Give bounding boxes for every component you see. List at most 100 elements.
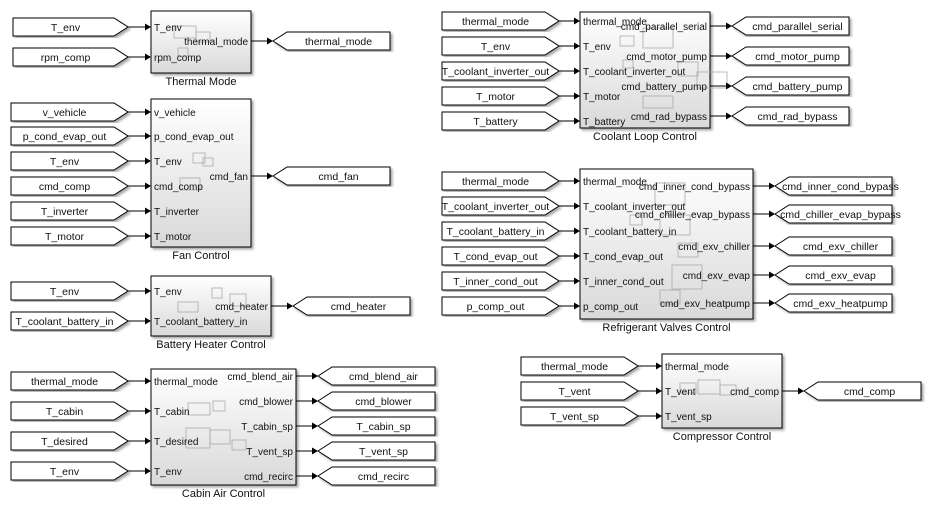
outport-cmd-inner-cond-bypass[interactable]: cmd_inner_cond_bypass bbox=[753, 176, 899, 196]
inport-t-cabin[interactable]: T_cabin bbox=[10, 401, 151, 421]
inport-shape[interactable] bbox=[10, 102, 129, 122]
inport-t-desired[interactable]: T_desired bbox=[10, 431, 151, 451]
inport-t-inner-cond-out[interactable]: T_inner_cond_out bbox=[441, 271, 580, 291]
inport-t-coolant-battery-in[interactable]: T_coolant_battery_in bbox=[441, 221, 580, 241]
inport-shape[interactable] bbox=[10, 151, 129, 171]
outport-shape[interactable] bbox=[731, 16, 850, 36]
block-body[interactable] bbox=[661, 353, 783, 429]
inport-thermal-mode[interactable]: thermal_mode bbox=[10, 371, 151, 391]
outport-cmd-comp[interactable]: cmd_comp bbox=[782, 381, 922, 401]
inport-shape[interactable] bbox=[12, 47, 129, 67]
inport-rpm-comp[interactable]: rpm_comp bbox=[12, 47, 151, 67]
inport-shape[interactable] bbox=[441, 271, 560, 291]
inport-shape[interactable] bbox=[10, 461, 129, 481]
inport-shape[interactable] bbox=[441, 171, 560, 191]
inport-shape[interactable] bbox=[520, 356, 639, 376]
inport-thermal-mode[interactable]: thermal_mode bbox=[441, 11, 580, 31]
outport-cmd-blend-air[interactable]: cmd_blend_air bbox=[296, 366, 436, 386]
inport-t-coolant-inverter-out[interactable]: T_coolant_inverter_out bbox=[441, 196, 580, 216]
outport-shape[interactable] bbox=[774, 236, 893, 256]
inport-shape[interactable] bbox=[10, 311, 129, 331]
inport-t-inverter[interactable]: T_inverter bbox=[10, 201, 151, 221]
inport-t-env[interactable]: T_env bbox=[12, 17, 151, 37]
block-body[interactable] bbox=[150, 98, 252, 248]
inport-p-comp-out[interactable]: p_comp_out bbox=[441, 296, 580, 316]
inport-shape[interactable] bbox=[441, 111, 560, 131]
outport-cmd-rad-bypass[interactable]: cmd_rad_bypass bbox=[710, 106, 850, 126]
outport-shape[interactable] bbox=[317, 466, 436, 486]
outport-cmd-exv-heatpump[interactable]: cmd_exv_heatpump bbox=[753, 293, 893, 313]
inport-t-vent-sp[interactable]: T_vent_sp bbox=[520, 406, 662, 426]
inport-t-coolant-inverter-out[interactable]: T_coolant_inverter_out bbox=[441, 61, 580, 81]
outport-shape[interactable] bbox=[731, 46, 850, 66]
outport-shape[interactable] bbox=[774, 204, 893, 224]
outport-cmd-chiller-evap-bypass[interactable]: cmd_chiller_evap_bypass bbox=[753, 204, 901, 224]
outport-shape[interactable] bbox=[774, 176, 893, 196]
outport-cmd-motor-pump[interactable]: cmd_motor_pump bbox=[710, 46, 850, 66]
outport-shape[interactable] bbox=[317, 416, 436, 436]
inport-t-battery[interactable]: T_battery bbox=[441, 111, 580, 131]
inport-t-env[interactable]: T_env bbox=[441, 36, 580, 56]
inport-shape[interactable] bbox=[10, 176, 129, 196]
block-body[interactable] bbox=[579, 11, 711, 129]
outport-cmd-heater[interactable]: cmd_heater bbox=[271, 296, 411, 316]
inport-thermal-mode[interactable]: thermal_mode bbox=[520, 356, 662, 376]
outport-shape[interactable] bbox=[272, 31, 391, 51]
outport-cmd-battery-pump[interactable]: cmd_battery_pump bbox=[710, 76, 850, 96]
inport-shape[interactable] bbox=[10, 431, 129, 451]
inport-t-coolant-battery-in[interactable]: T_coolant_battery_in bbox=[10, 311, 151, 331]
outport-thermal-mode[interactable]: thermal_mode bbox=[251, 31, 391, 51]
inport-t-env[interactable]: T_env bbox=[10, 151, 151, 171]
inport-shape[interactable] bbox=[441, 246, 560, 266]
inport-shape[interactable] bbox=[441, 36, 560, 56]
inport-shape[interactable] bbox=[441, 61, 560, 81]
inport-p-cond-evap-out[interactable]: p_cond_evap_out bbox=[10, 126, 151, 146]
inport-shape[interactable] bbox=[441, 221, 560, 241]
outport-cmd-parallel-serial[interactable]: cmd_parallel_serial bbox=[710, 16, 850, 36]
inport-shape[interactable] bbox=[441, 86, 560, 106]
inport-shape[interactable] bbox=[441, 196, 560, 216]
outport-cmd-exv-evap[interactable]: cmd_exv_evap bbox=[753, 265, 893, 285]
outport-shape[interactable] bbox=[317, 441, 436, 461]
inport-shape[interactable] bbox=[10, 371, 129, 391]
inport-shape[interactable] bbox=[441, 296, 560, 316]
outport-t-cabin-sp[interactable]: T_cabin_sp bbox=[296, 416, 436, 436]
outport-shape[interactable] bbox=[774, 265, 893, 285]
inport-thermal-mode[interactable]: thermal_mode bbox=[441, 171, 580, 191]
outport-shape[interactable] bbox=[774, 293, 893, 313]
inport-t-env[interactable]: T_env bbox=[10, 461, 151, 481]
outport-cmd-recirc[interactable]: cmd_recirc bbox=[296, 466, 436, 486]
outport-shape[interactable] bbox=[731, 76, 850, 96]
outport-cmd-blower[interactable]: cmd_blower bbox=[296, 391, 436, 411]
outport-shape[interactable] bbox=[803, 381, 922, 401]
outport-shape[interactable] bbox=[292, 296, 411, 316]
inport-t-motor[interactable]: T_motor bbox=[441, 86, 580, 106]
inport-shape[interactable] bbox=[520, 406, 639, 426]
inport-shape[interactable] bbox=[10, 126, 129, 146]
block-body[interactable] bbox=[150, 275, 272, 337]
inport-t-motor[interactable]: T_motor bbox=[10, 226, 151, 246]
inport-shape[interactable] bbox=[12, 17, 129, 37]
inport-v-vehicle[interactable]: v_vehicle bbox=[10, 102, 151, 122]
inport-t-env[interactable]: T_env bbox=[10, 281, 151, 301]
outport-t-vent-sp[interactable]: T_vent_sp bbox=[296, 441, 436, 461]
inport-cmd-comp[interactable]: cmd_comp bbox=[10, 176, 151, 196]
inport-shape[interactable] bbox=[441, 11, 560, 31]
inport-shape[interactable] bbox=[10, 226, 129, 246]
outport-shape[interactable] bbox=[317, 391, 436, 411]
inport-shape[interactable] bbox=[520, 381, 639, 401]
inport-t-cond-evap-out[interactable]: T_cond_evap_out bbox=[441, 246, 580, 266]
outport-shape[interactable] bbox=[317, 366, 436, 386]
block-body[interactable] bbox=[150, 368, 297, 486]
inport-shape[interactable] bbox=[10, 401, 129, 421]
outport-cmd-fan[interactable]: cmd_fan bbox=[251, 166, 391, 186]
outport-shape[interactable] bbox=[731, 106, 850, 126]
inport-shape[interactable] bbox=[10, 281, 129, 301]
outport-shape[interactable] bbox=[272, 166, 391, 186]
